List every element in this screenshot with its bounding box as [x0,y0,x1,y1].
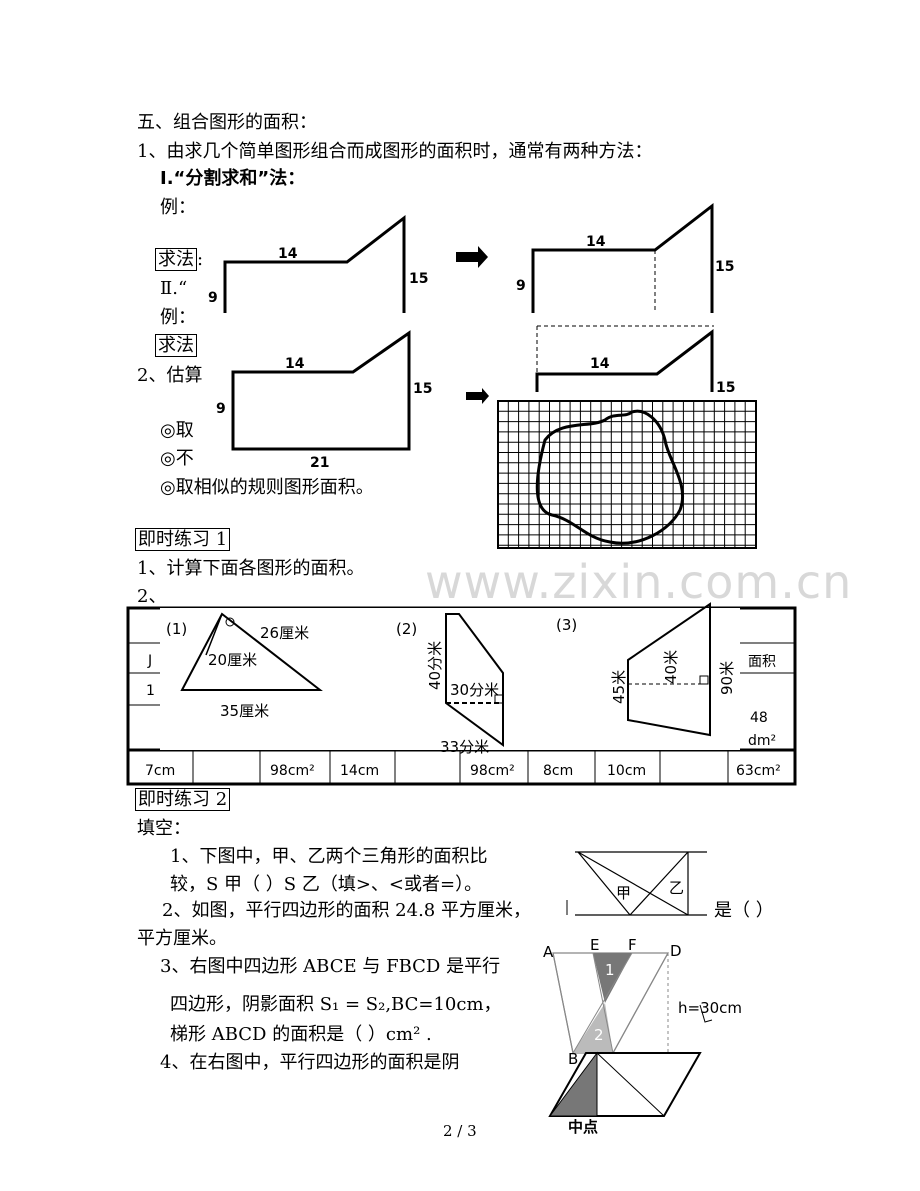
practice-1-header: 即时练习 1 [135,528,231,551]
fig4-midpoint-label: 中点 [568,1118,598,1136]
p2-q1-line1: 1、下图中，甲、乙两个三角形的面积比 [170,846,488,867]
fig1-c: 35厘米 [220,702,269,720]
table-bottom-2: 14cm [340,763,379,779]
method-2: Ⅱ.“ [160,278,188,299]
f3-right-label: 15 [413,381,432,397]
estimation-grid [497,400,757,549]
fig3-num: (3) [556,616,577,634]
practice-figure-overlay: (1) 26厘米 20厘米 35厘米 (2) 40分米 30分米 33分米 (3… [160,602,740,756]
example-1: 例： [160,197,196,218]
practice-2-header-row: 即时练习 2 [135,788,231,811]
f3-left-label: 9 [216,401,226,417]
trapezoid-figure: A E F D 1 2 h=30cm B [543,936,742,1068]
fig3-region-2: 2 [594,1026,604,1044]
figure-composite-1 [223,214,406,313]
fig3-D: D [670,942,682,960]
solve-1-colon: : [197,249,204,270]
table-cell-r4-right: dm² [748,733,776,749]
solve-1-box: 求法 [155,248,197,271]
f1-top-label: 14 [278,246,298,262]
f2-right-label: 15 [715,259,734,275]
table-bottom-3: 98cm² [470,763,515,779]
fig3-a: 40米 [662,650,680,684]
fig2-b: 30分米 [450,681,499,699]
irregular-shape [535,409,684,545]
tri-yi-label: 乙 [669,879,684,897]
solve-2-row: 求法 [155,334,197,357]
fig2-a: 40分米 [426,641,444,690]
fig3-F: F [628,936,637,954]
method-1: Ⅰ.“分割求和”法： [160,168,306,189]
parallelogram-shaded-figure: 中点 [548,1051,702,1136]
watermark: www.zixin.com.cn [425,555,853,609]
arrow-right-icon-2 [466,388,489,404]
p2-q3-line1: 3、右图中四边形 ABCE 与 FBCD 是平行 [160,956,501,977]
fig3-region-1: 1 [605,961,615,979]
table-bottom-5: 10cm [607,763,646,779]
practice-2-header: 即时练习 2 [135,788,231,811]
p2-q3-line3: 梯形 ABCD 的面积是（ ）cm² . [170,1024,432,1045]
f1-left-label: 9 [208,290,218,306]
p2-q3-line2: 四边形，阴影面积 S₁ = S₂,BC=10cm， [170,994,502,1015]
p2-q2-line2: 平方厘米。 [137,928,227,949]
fig3-A: A [543,943,554,961]
p2-q1-line2: 较，S 甲（ ）S 乙（填>、<或者=）。 [170,874,483,895]
bullet-2: ◎不 [160,448,194,469]
page-number: 2 / 3 [443,1122,477,1140]
figure-composite-2 [531,202,714,313]
practice-1-header-row: 即时练习 1 [135,528,231,551]
table-cell-r1-left: J [147,653,152,669]
p2-q4-line1: 4、在右图中，平行四边形的面积是阴 [160,1052,460,1073]
table-bottom-0: 7cm [145,763,175,779]
solve-2-box: 求法 [155,334,197,357]
p2-q2-line1: 2、如图，平行四边形的面积 24.8 平方厘米， [162,900,531,921]
practice-1-q1: 1、计算下面各图形的面积。 [137,558,365,579]
fig2-c: 33分米 [440,738,489,756]
section-title: 五、组合图形的面积： [137,112,317,133]
table-bottom-6: 63cm² [736,763,781,779]
two-triangles-figure [575,851,707,916]
tri-jia-label: 甲 [616,884,631,902]
f3-top-label: 14 [285,356,305,372]
f2-left-label: 9 [516,278,526,294]
fig3-B: B [568,1050,578,1068]
f4-top-label: 14 [590,356,610,372]
fig1-b: 20厘米 [208,651,257,669]
fig3-height: h=30cm [678,999,742,1017]
point-1: 1、由求几个简单图形组合而成图形的面积时，通常有两种方法： [137,141,653,162]
figure-composite-3 [231,330,411,451]
table-cell-r3-right: 48 [750,710,768,726]
fig3-b: 45米 [610,670,628,704]
table-cell-r2-left: 1 [146,683,155,699]
bullet-1: ◎取 [160,420,194,441]
practice-1-q2: 2、 [137,586,167,607]
fig1-a: 26厘米 [260,624,309,642]
fig1-num: (1) [166,620,187,638]
fig3-c: 90米 [718,661,736,695]
f3-bottom-label: 21 [310,455,329,471]
fig2-num: (2) [396,620,417,638]
bullet-3: ◎取相似的规则图形面积。 [160,477,374,498]
f1-right-label: 15 [409,271,428,287]
practice-2-fill: 填空： [137,818,191,839]
f4-right-label: 15 [716,380,735,396]
fig3-E: E [590,936,599,954]
arrow-right-icon [456,246,488,268]
table-bottom-4: 8cm [543,763,573,779]
f2-top-label: 14 [586,234,606,250]
p2-q2-tail: 是（ ） [714,900,774,921]
example-2: 例： [160,307,196,328]
table-cell-r1-right: 面积 [748,654,776,670]
point-2: 2、估算 [137,365,203,386]
table-bottom-1: 98cm² [270,763,315,779]
figure-composite-4 [535,328,714,392]
solve-1-row: 求法: [155,248,204,271]
